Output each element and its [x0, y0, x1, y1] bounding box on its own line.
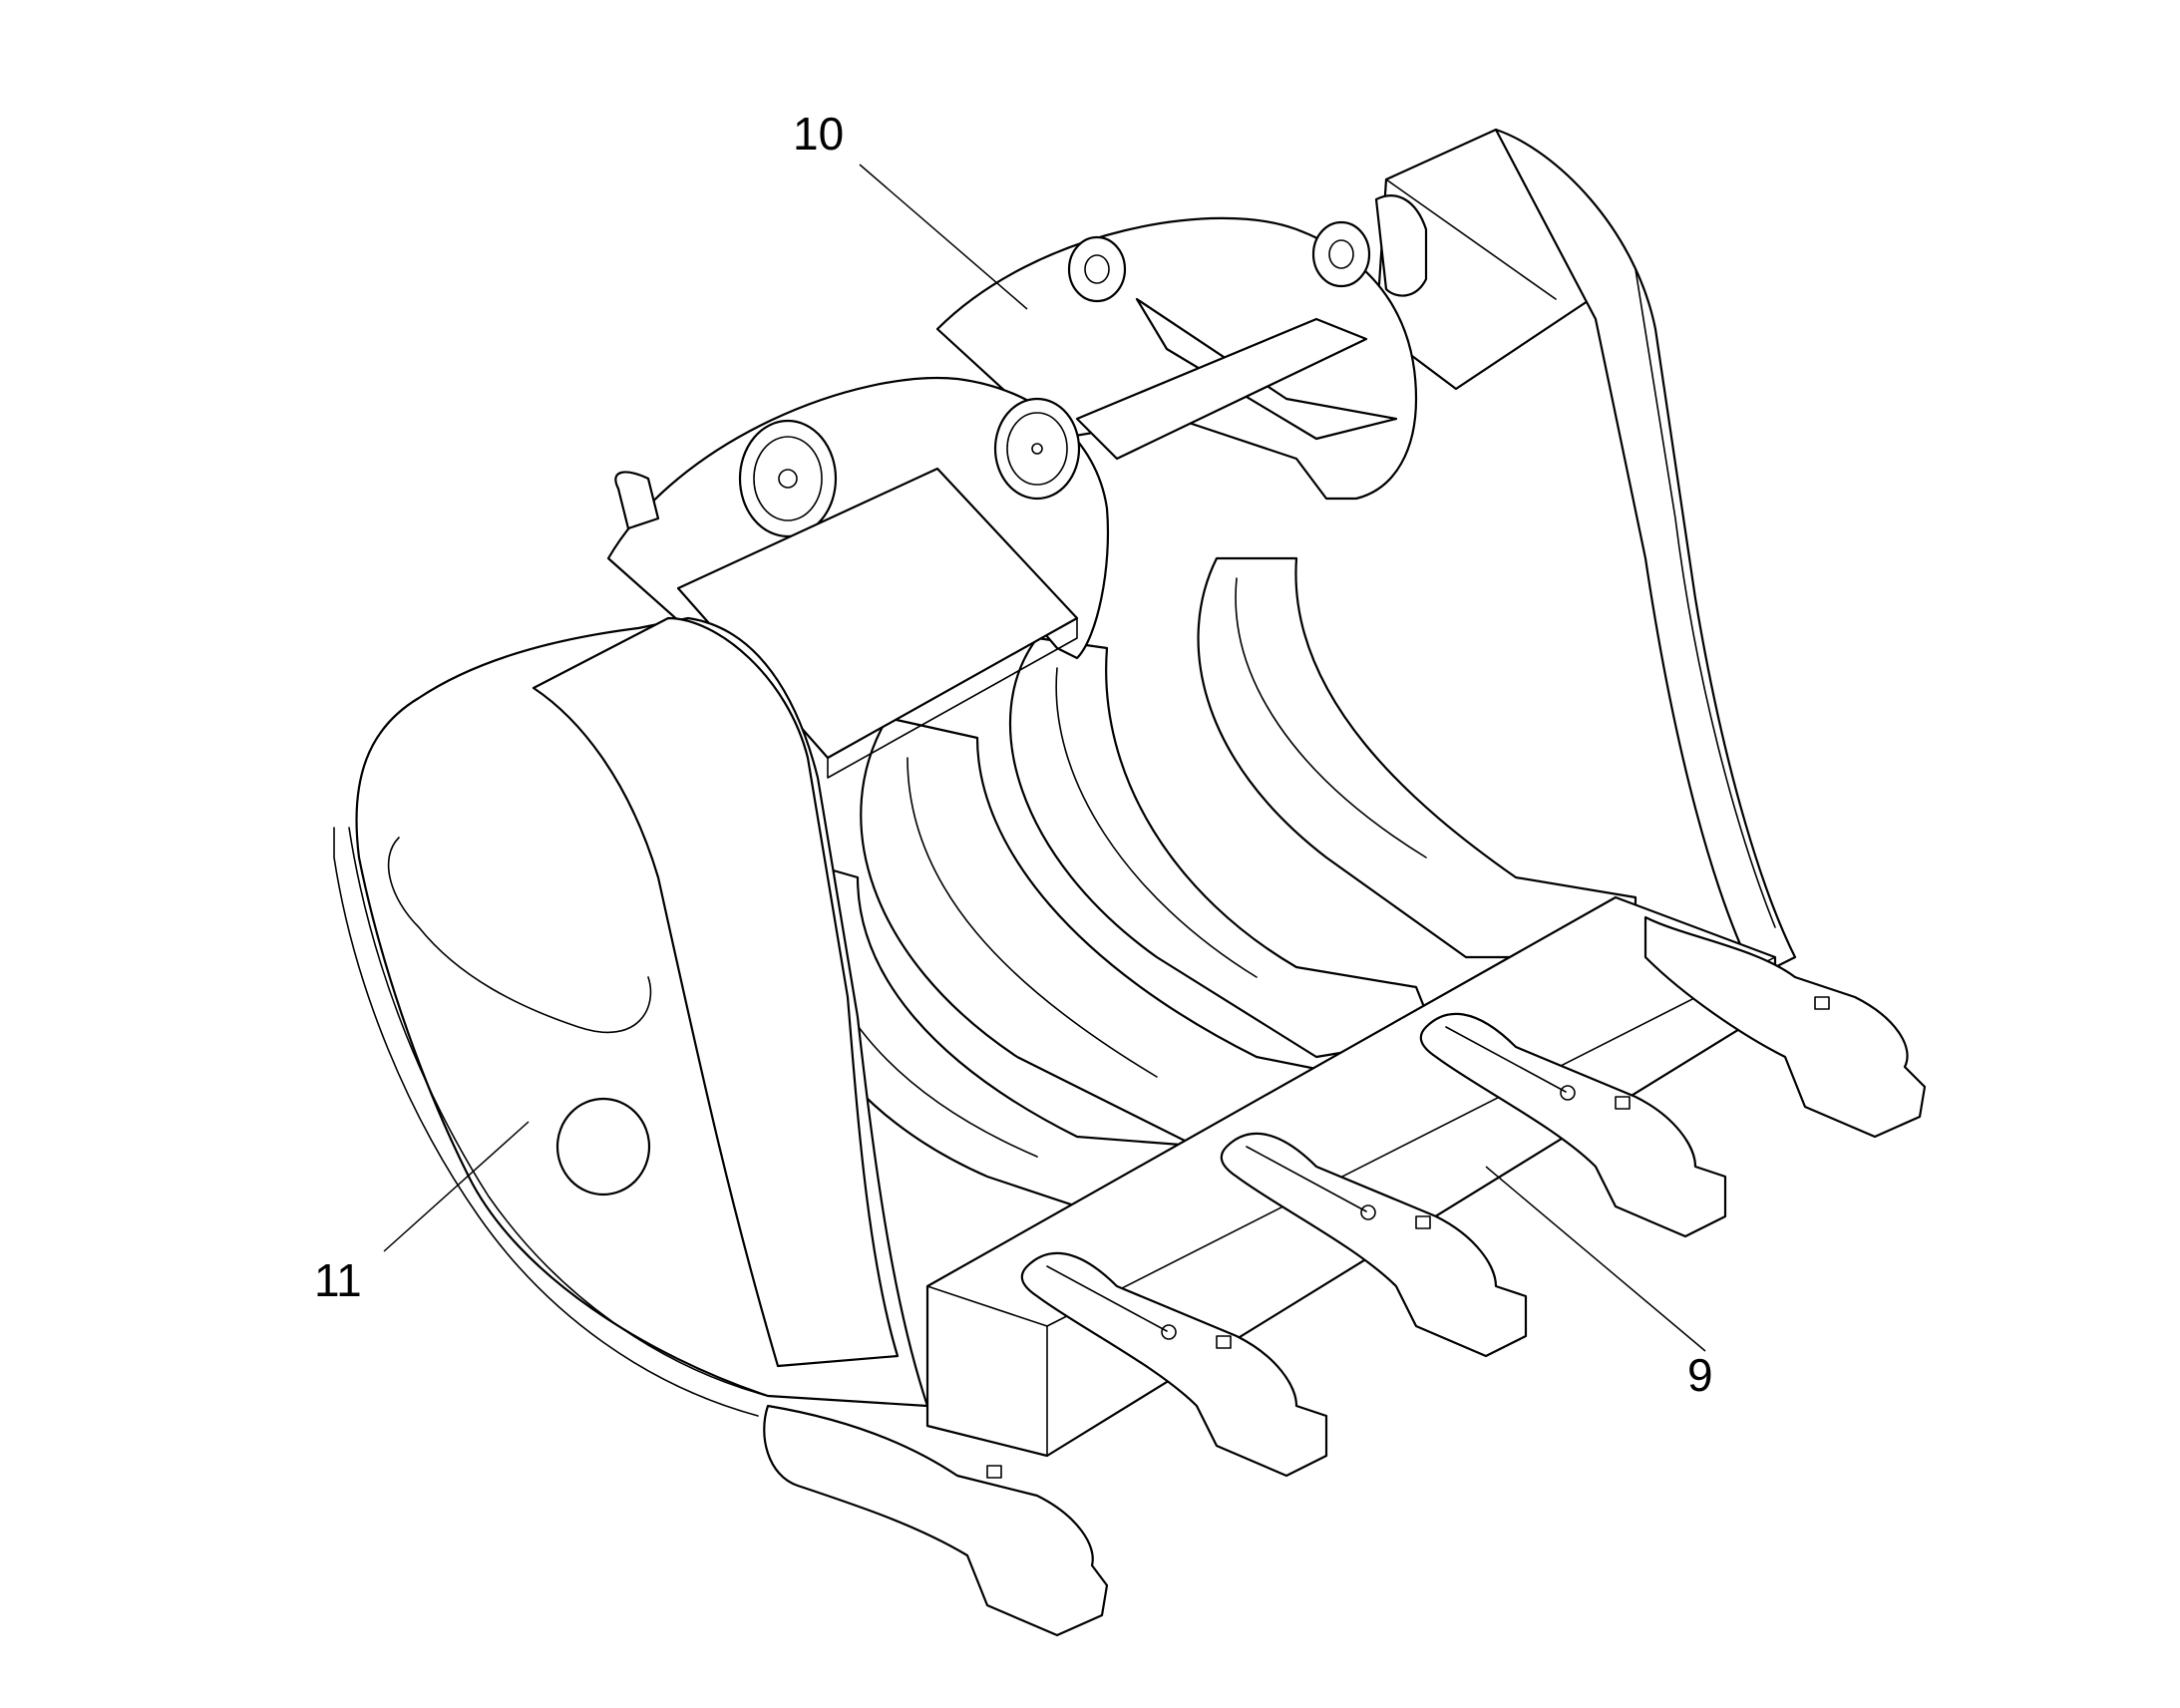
callout-9: 9 — [1687, 1349, 1713, 1401]
right-side-wall — [1494, 128, 1797, 979]
leader-11 — [383, 1121, 530, 1252]
leader-10 — [859, 164, 1028, 310]
middle-teeth — [1020, 1012, 1727, 1478]
callout-11: 11 — [314, 1254, 362, 1306]
left-side-wall — [333, 616, 929, 1417]
lug-hole-1 — [1067, 235, 1127, 303]
bearing-left — [738, 419, 838, 538]
right-corner-tooth — [1643, 915, 1927, 1139]
tooth-3 — [1020, 1251, 1328, 1478]
leader-9 — [1485, 1166, 1706, 1352]
tooth-2 — [1220, 1132, 1528, 1358]
bearing-right — [993, 397, 1081, 501]
callout-labels: 10 11 9 — [314, 108, 1713, 1401]
callout-10: 10 — [793, 108, 844, 160]
lug-hole-2 — [1311, 220, 1371, 288]
tooth-1 — [1419, 1012, 1727, 1238]
callout-leaders — [383, 164, 1706, 1352]
left-corner-tooth — [763, 1404, 1109, 1637]
